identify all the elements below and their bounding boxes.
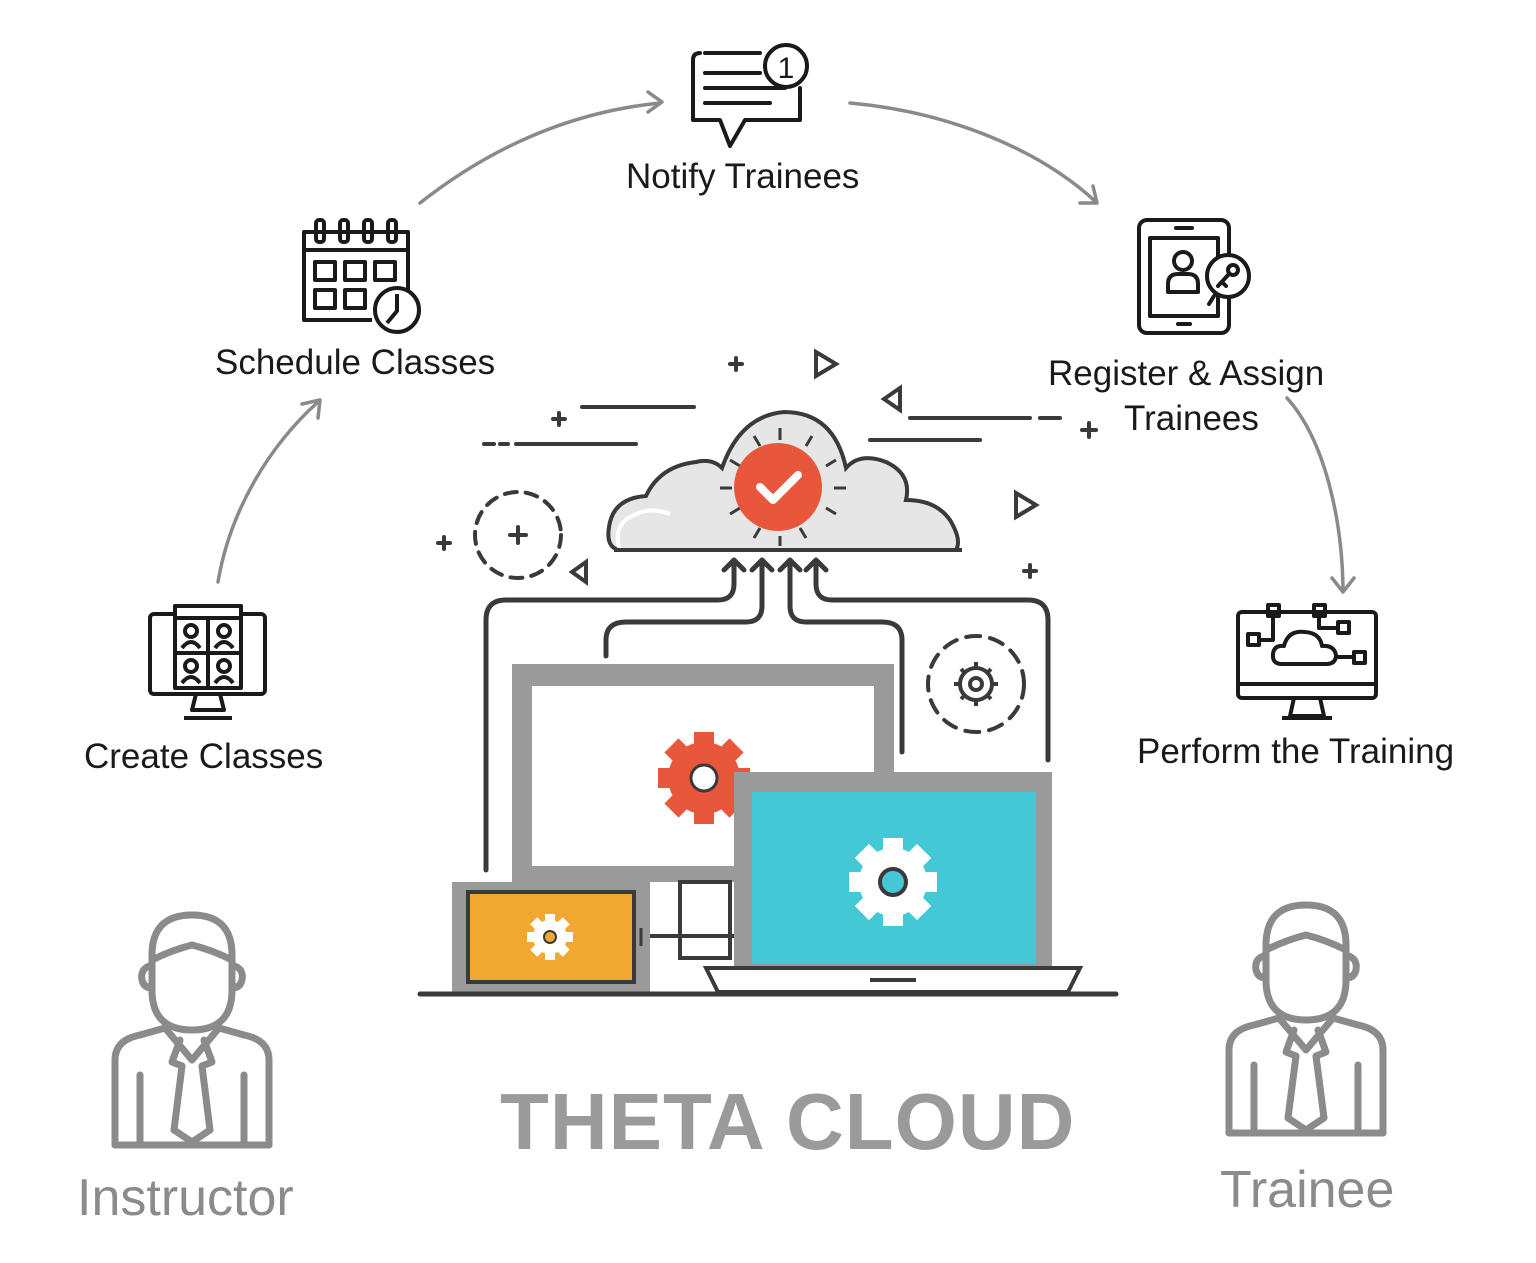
notify-badge-number: 1 [778, 52, 795, 85]
arrow-create-to-schedule [216, 400, 320, 584]
step-register-assign-label-line1: Register & Assign [1048, 354, 1325, 393]
arrow-notify-to-register [848, 101, 1098, 204]
step-notify-trainees-label: Notify Trainees [626, 157, 860, 196]
brand-title: THETA CLOUD [500, 1077, 1076, 1166]
step-register-assign-label-line2: Trainees [1124, 399, 1259, 438]
role-instructor-label: Instructor [77, 1169, 294, 1227]
arrow-register-to-perform [1285, 396, 1345, 590]
arrow-schedule-to-notify [418, 101, 662, 205]
step-create-classes-label: Create Classes [84, 737, 324, 776]
step-schedule-classes-label: Schedule Classes [215, 343, 496, 382]
step-perform-training-label: Perform the Training [1137, 732, 1455, 771]
role-trainee-label: Trainee [1220, 1161, 1395, 1219]
